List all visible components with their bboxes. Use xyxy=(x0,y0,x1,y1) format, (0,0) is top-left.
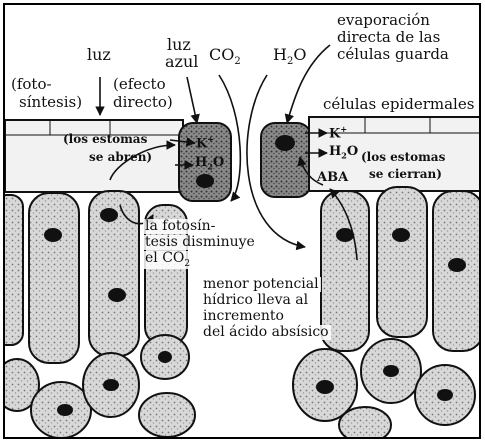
label-estomas-cierran-1: (los estomas xyxy=(361,151,445,164)
label-evaporacion-3: células guarda xyxy=(337,47,449,63)
label-celulas-epidermales: células epidermales xyxy=(323,97,474,113)
label-evaporacion-1: evaporación xyxy=(337,13,430,29)
label-aba: ABA xyxy=(317,171,348,185)
label-estomas-abren-1: (los estomas xyxy=(63,133,147,146)
label-co2: CO2 xyxy=(209,47,241,68)
label-menor-potencial-3: incremento xyxy=(201,309,286,324)
label-fotosintesis-1: (foto- xyxy=(11,77,52,93)
label-fotosintesis-disminuye-1: la fotosín- xyxy=(143,219,217,234)
label-efecto-1: (efecto xyxy=(113,77,166,93)
label-h2o-left: H2O xyxy=(195,156,224,171)
label-efecto-2: directo) xyxy=(113,95,173,111)
label-fotosintesis-disminuye-2: tesis disminuye xyxy=(143,235,257,250)
label-estomas-abren-2: se abren) xyxy=(89,151,152,164)
leaf-cross-section xyxy=(5,5,481,439)
label-menor-potencial-2: hídrico lleva al xyxy=(201,293,310,308)
spongy-cells-right xyxy=(293,339,475,439)
label-fotosintesis-2: síntesis) xyxy=(19,95,82,111)
label-luz-azul-2: azul xyxy=(165,54,198,71)
diagram-frame: luz luz azul CO2 H2O evaporación directa… xyxy=(3,3,481,439)
label-k-right: K+ xyxy=(329,125,347,141)
label-menor-potencial-4: del ácido absísico xyxy=(201,325,331,340)
arrow-luz-azul xyxy=(187,77,197,123)
label-evaporacion-2: directa de las xyxy=(337,30,440,46)
guard-cell-right xyxy=(261,123,311,197)
label-h2o: H2O xyxy=(273,47,306,68)
label-menor-potencial-1: menor potencial xyxy=(201,277,321,292)
label-fotosintesis-disminuye-3: el CO2 xyxy=(143,251,192,269)
label-luz: luz xyxy=(87,47,111,64)
label-k-left: K+ xyxy=(196,135,214,151)
label-estomas-cierran-2: se cierran) xyxy=(369,168,442,181)
label-h2o-right: H2O xyxy=(329,145,358,160)
